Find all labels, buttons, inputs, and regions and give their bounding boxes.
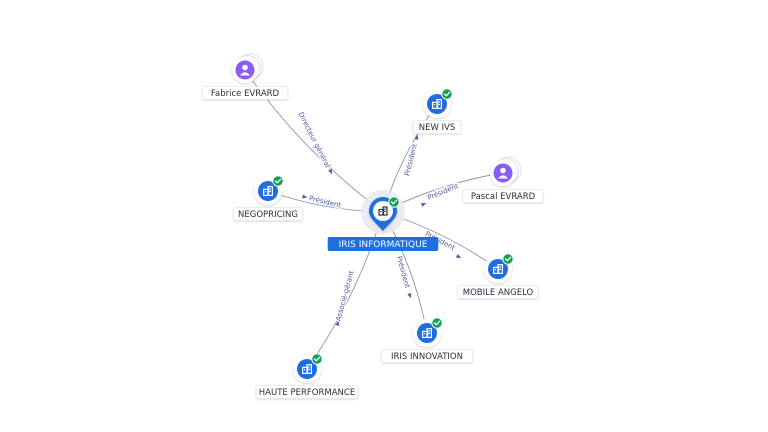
building-icon xyxy=(378,206,388,216)
building-icon xyxy=(493,264,504,275)
node-label-text: Pascal EVRARD xyxy=(471,192,536,202)
verified-check-icon xyxy=(272,175,284,187)
edge-label: Président xyxy=(308,194,342,209)
edge-label: Président xyxy=(395,255,411,289)
center-node[interactable]: IRIS INFORMATIQUE xyxy=(327,190,439,251)
edge-label: Président xyxy=(426,182,460,202)
edge-arrow-icon xyxy=(414,134,419,140)
building-icon xyxy=(263,186,274,197)
node-label-text: MOBILE ANGELO xyxy=(463,288,534,298)
edge-arrow-icon xyxy=(335,320,340,326)
building-icon xyxy=(432,99,443,110)
person-icon xyxy=(240,64,250,76)
edge-label: Président xyxy=(403,143,419,177)
edge-arrow-icon xyxy=(420,203,427,207)
edge-label: Associé-gérant xyxy=(334,270,355,323)
edge-arrow-icon xyxy=(407,293,412,299)
node-label: Fabrice EVRARD xyxy=(201,86,289,100)
node-negopricing[interactable]: NEGOPRICING xyxy=(232,175,304,221)
verified-check-icon xyxy=(431,317,443,329)
edge-arrow-icon xyxy=(455,254,462,259)
node-label: NEGOPRICING xyxy=(232,207,304,221)
verified-check-icon xyxy=(388,196,400,208)
edge-arrow-icon xyxy=(328,168,333,175)
node-label: Pascal EVRARD xyxy=(462,189,544,203)
center-label-bg xyxy=(327,237,439,251)
building-icon xyxy=(302,364,313,375)
verified-check-icon xyxy=(441,88,453,100)
node-label: IRIS INNOVATION xyxy=(381,349,473,363)
node-label: MOBILE ANGELO xyxy=(457,285,539,299)
node-label-text: NEW IVS xyxy=(419,123,456,133)
node-irisinnovation[interactable]: IRIS INNOVATION xyxy=(381,317,473,363)
node-newivs[interactable]: NEW IVS xyxy=(412,88,462,134)
edge-arrow-icon xyxy=(302,194,308,199)
node-label-text: HAUTE PERFORMANCE xyxy=(259,388,355,398)
center-label: IRIS INFORMATIQUE xyxy=(339,240,428,250)
node-mobileangelo[interactable]: MOBILE ANGELO xyxy=(457,253,539,299)
node-label-text: Fabrice EVRARD xyxy=(211,89,280,99)
node-label-text: IRIS INNOVATION xyxy=(391,352,463,362)
node-label: NEW IVS xyxy=(412,120,462,134)
building-icon xyxy=(422,328,433,339)
person-icon xyxy=(498,167,508,179)
node-hauteperf[interactable]: HAUTE PERFORMANCE xyxy=(255,353,359,399)
nodes-layer: Fabrice EVRARD NEW IVS Pascal EVRARD NEGOPR… xyxy=(201,53,544,399)
node-label: HAUTE PERFORMANCE xyxy=(255,385,359,399)
node-label-text: NEGOPRICING xyxy=(238,210,298,220)
verified-check-icon xyxy=(502,253,514,265)
verified-check-icon xyxy=(311,353,323,365)
edge-hauteperf: Associé-gérant xyxy=(306,211,384,370)
node-pascal[interactable]: Pascal EVRARD xyxy=(462,156,544,203)
node-fabrice[interactable]: Fabrice EVRARD xyxy=(201,53,289,100)
